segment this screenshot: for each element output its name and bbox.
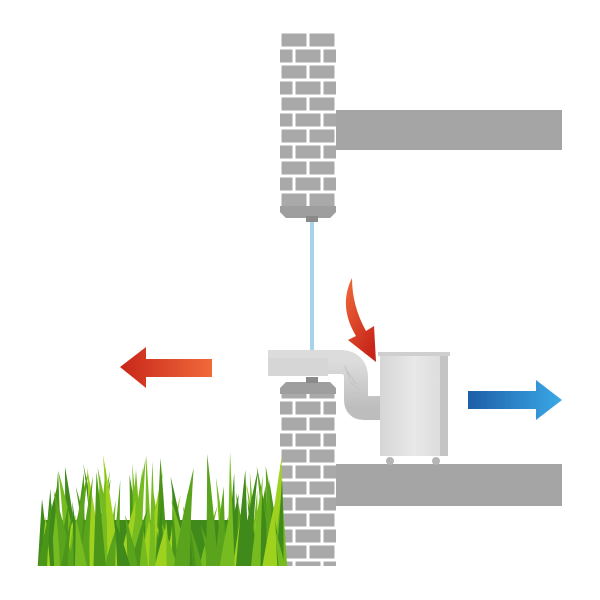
grass-blade	[125, 514, 138, 566]
upper-brick-wall	[280, 32, 336, 222]
grass-blade	[79, 475, 94, 566]
grass-blade	[104, 525, 117, 566]
grass-blade	[250, 475, 263, 566]
grass-blade	[37, 502, 53, 566]
grass-blade	[189, 525, 203, 566]
grass-blade	[174, 468, 194, 566]
grass-blade	[148, 461, 157, 566]
grass-blade	[130, 466, 143, 566]
grass-blade	[200, 524, 216, 566]
hot-air-intake-arrow	[345, 278, 376, 362]
grass-blade	[68, 471, 89, 566]
upper-floor-slab	[334, 110, 562, 150]
grass-blade	[227, 451, 235, 566]
window-glass-icon	[310, 222, 314, 374]
grass-blade	[61, 515, 72, 566]
lower-floor-slab	[334, 464, 562, 506]
hot-air-out-arrow	[120, 347, 212, 388]
portable-air-conditioner-icon	[378, 352, 450, 465]
grass-blade	[74, 518, 87, 566]
grass-blade	[93, 471, 106, 566]
grass-blade	[154, 523, 167, 566]
grass-blade	[130, 507, 148, 566]
grass-blade	[206, 453, 219, 566]
cool-air-out-arrow	[468, 380, 562, 420]
grass-icon	[37, 451, 288, 566]
grass-blade	[273, 524, 285, 566]
grass-blade	[262, 503, 278, 566]
exhaust-hose-icon	[268, 350, 384, 420]
grass-blade	[236, 469, 249, 566]
grass-blade	[113, 518, 131, 566]
lower-brick-wall	[280, 377, 336, 566]
